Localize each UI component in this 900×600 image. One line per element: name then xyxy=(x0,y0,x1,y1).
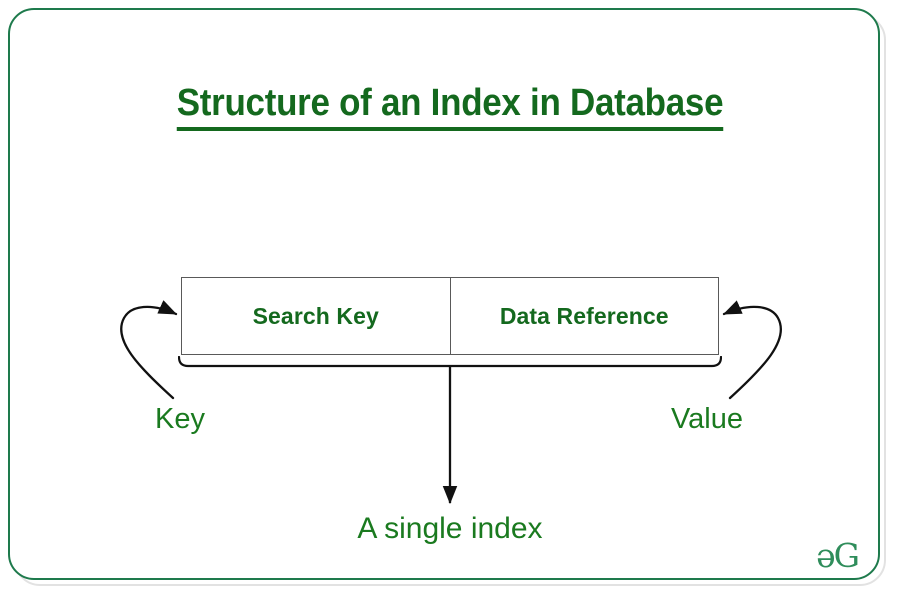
search-key-cell: Search Key xyxy=(182,278,451,354)
index-structure-table: Search Key Data Reference xyxy=(181,277,719,355)
data-reference-cell: Data Reference xyxy=(451,278,719,354)
search-key-label: Search Key xyxy=(252,302,379,329)
value-annotation-label: Value xyxy=(670,403,744,435)
page-title-text: Structure of an Index in Database xyxy=(176,83,724,131)
data-reference-label: Data Reference xyxy=(499,302,669,329)
page-title: Structure of an Index in Database xyxy=(36,82,864,131)
single-index-label: A single index xyxy=(357,512,543,545)
geeksforgeeks-logo: ǝG xyxy=(816,536,860,575)
key-annotation-label: Key xyxy=(155,403,205,435)
frame-green-border xyxy=(8,8,880,580)
table-brace xyxy=(178,356,722,368)
